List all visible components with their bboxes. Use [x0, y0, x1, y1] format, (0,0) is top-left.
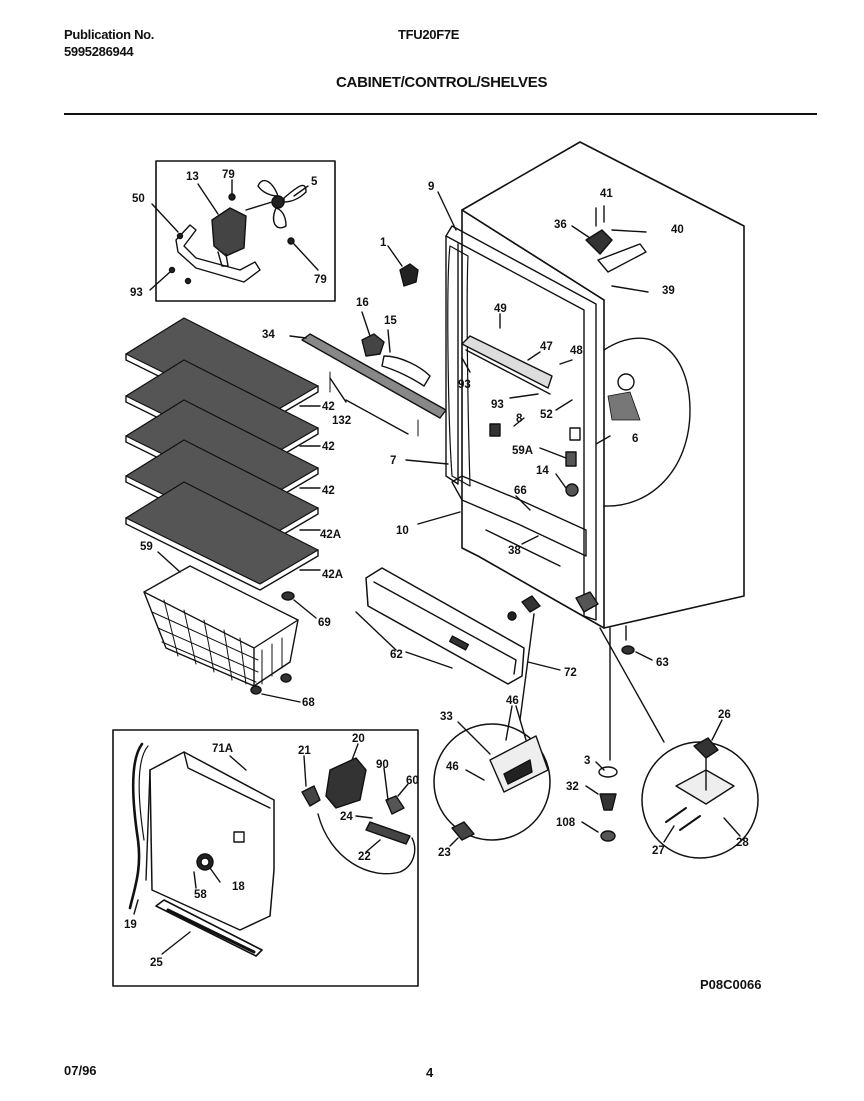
control-panel [355, 567, 665, 761]
callout-48: 48 [570, 345, 583, 357]
wire-shelves [125, 317, 321, 591]
callout-69: 69 [318, 617, 331, 629]
callout-60: 60 [406, 775, 419, 787]
callout-93-low: 93 [491, 399, 504, 411]
page-number: 4 [426, 1065, 434, 1080]
callout-19: 19 [124, 919, 137, 931]
header-rule [64, 113, 817, 115]
callout-25: 25 [150, 957, 163, 969]
callout-71a: 71A [212, 743, 233, 755]
callout-33: 33 [440, 711, 453, 723]
callout-13: 13 [186, 171, 199, 183]
publication-label: Publication No. [64, 27, 155, 42]
callout-18: 18 [232, 881, 245, 893]
callout-8: 8 [516, 413, 523, 425]
callout-68: 68 [302, 697, 315, 709]
callout-58: 58 [194, 889, 207, 901]
callout-27: 27 [652, 845, 665, 857]
callout-39: 39 [662, 285, 675, 297]
callout-72: 72 [564, 667, 577, 679]
cabinet [289, 141, 745, 629]
wire-basket [143, 551, 317, 703]
callout-38: 38 [508, 545, 521, 557]
shelf-5 [125, 481, 319, 591]
callout-132: 132 [332, 415, 351, 427]
fan-blade-icon [245, 179, 307, 229]
callout-49: 49 [494, 303, 507, 315]
callout-7: 7 [390, 455, 396, 467]
callout-15: 15 [384, 315, 397, 327]
callout-59a: 59A [512, 445, 533, 457]
model-number: TFU20F7E [398, 27, 460, 42]
callout-79-bottom: 79 [314, 274, 327, 286]
callout-66: 66 [514, 485, 527, 497]
callout-16: 16 [356, 297, 369, 309]
callout-42-3: 42 [322, 485, 335, 497]
callout-3: 3 [584, 755, 590, 767]
callout-labels: 50 13 79 5 79 93 1 9 36 41 40 39 16 15 3… [124, 169, 749, 969]
callout-22: 22 [358, 851, 371, 863]
detail-circle-left [433, 705, 551, 847]
callout-79-top: 79 [222, 169, 235, 181]
callout-42a-2: 42A [322, 569, 343, 581]
callout-10: 10 [396, 525, 409, 537]
callout-41: 41 [600, 188, 613, 200]
callout-40: 40 [671, 224, 684, 236]
callout-47: 47 [540, 341, 553, 353]
callout-23: 23 [438, 847, 451, 859]
fan-motor-inset [149, 160, 336, 302]
callout-50: 50 [132, 193, 145, 205]
callout-63: 63 [656, 657, 669, 669]
callout-36-top: 36 [554, 219, 567, 231]
callout-46-top: 46 [506, 695, 519, 707]
callout-42-1: 42 [322, 401, 335, 413]
callout-42-2: 42 [322, 441, 335, 453]
callout-9: 9 [428, 181, 434, 193]
detail-circle-right [641, 719, 759, 859]
publication-number: 5995286944 [64, 44, 134, 59]
callout-6: 6 [632, 433, 638, 445]
callout-59: 59 [140, 541, 153, 553]
callout-21: 21 [298, 745, 311, 757]
callout-28: 28 [736, 837, 749, 849]
callout-26: 26 [718, 709, 731, 721]
figure-code: P08C0066 [700, 977, 762, 992]
callout-93-mid: 93 [458, 379, 471, 391]
callout-52: 52 [540, 409, 553, 421]
callout-5: 5 [311, 176, 318, 188]
callout-24: 24 [340, 811, 353, 823]
callout-34: 34 [262, 329, 275, 341]
callout-14: 14 [536, 465, 549, 477]
callout-108: 108 [556, 817, 576, 829]
page-title: CABINET/CONTROL/SHELVES [336, 74, 548, 91]
callout-93-inset: 93 [130, 287, 143, 299]
callout-1: 1 [380, 237, 387, 249]
callout-90: 90 [376, 759, 389, 771]
callout-20: 20 [352, 733, 365, 745]
callout-32: 32 [566, 781, 579, 793]
revision-date: 07/96 [64, 1063, 97, 1078]
callout-62: 62 [390, 649, 403, 661]
callout-46-mid: 46 [446, 761, 459, 773]
control-housing-inset [112, 729, 419, 987]
callout-42a-1: 42A [320, 529, 341, 541]
leveler-stack [581, 761, 618, 842]
